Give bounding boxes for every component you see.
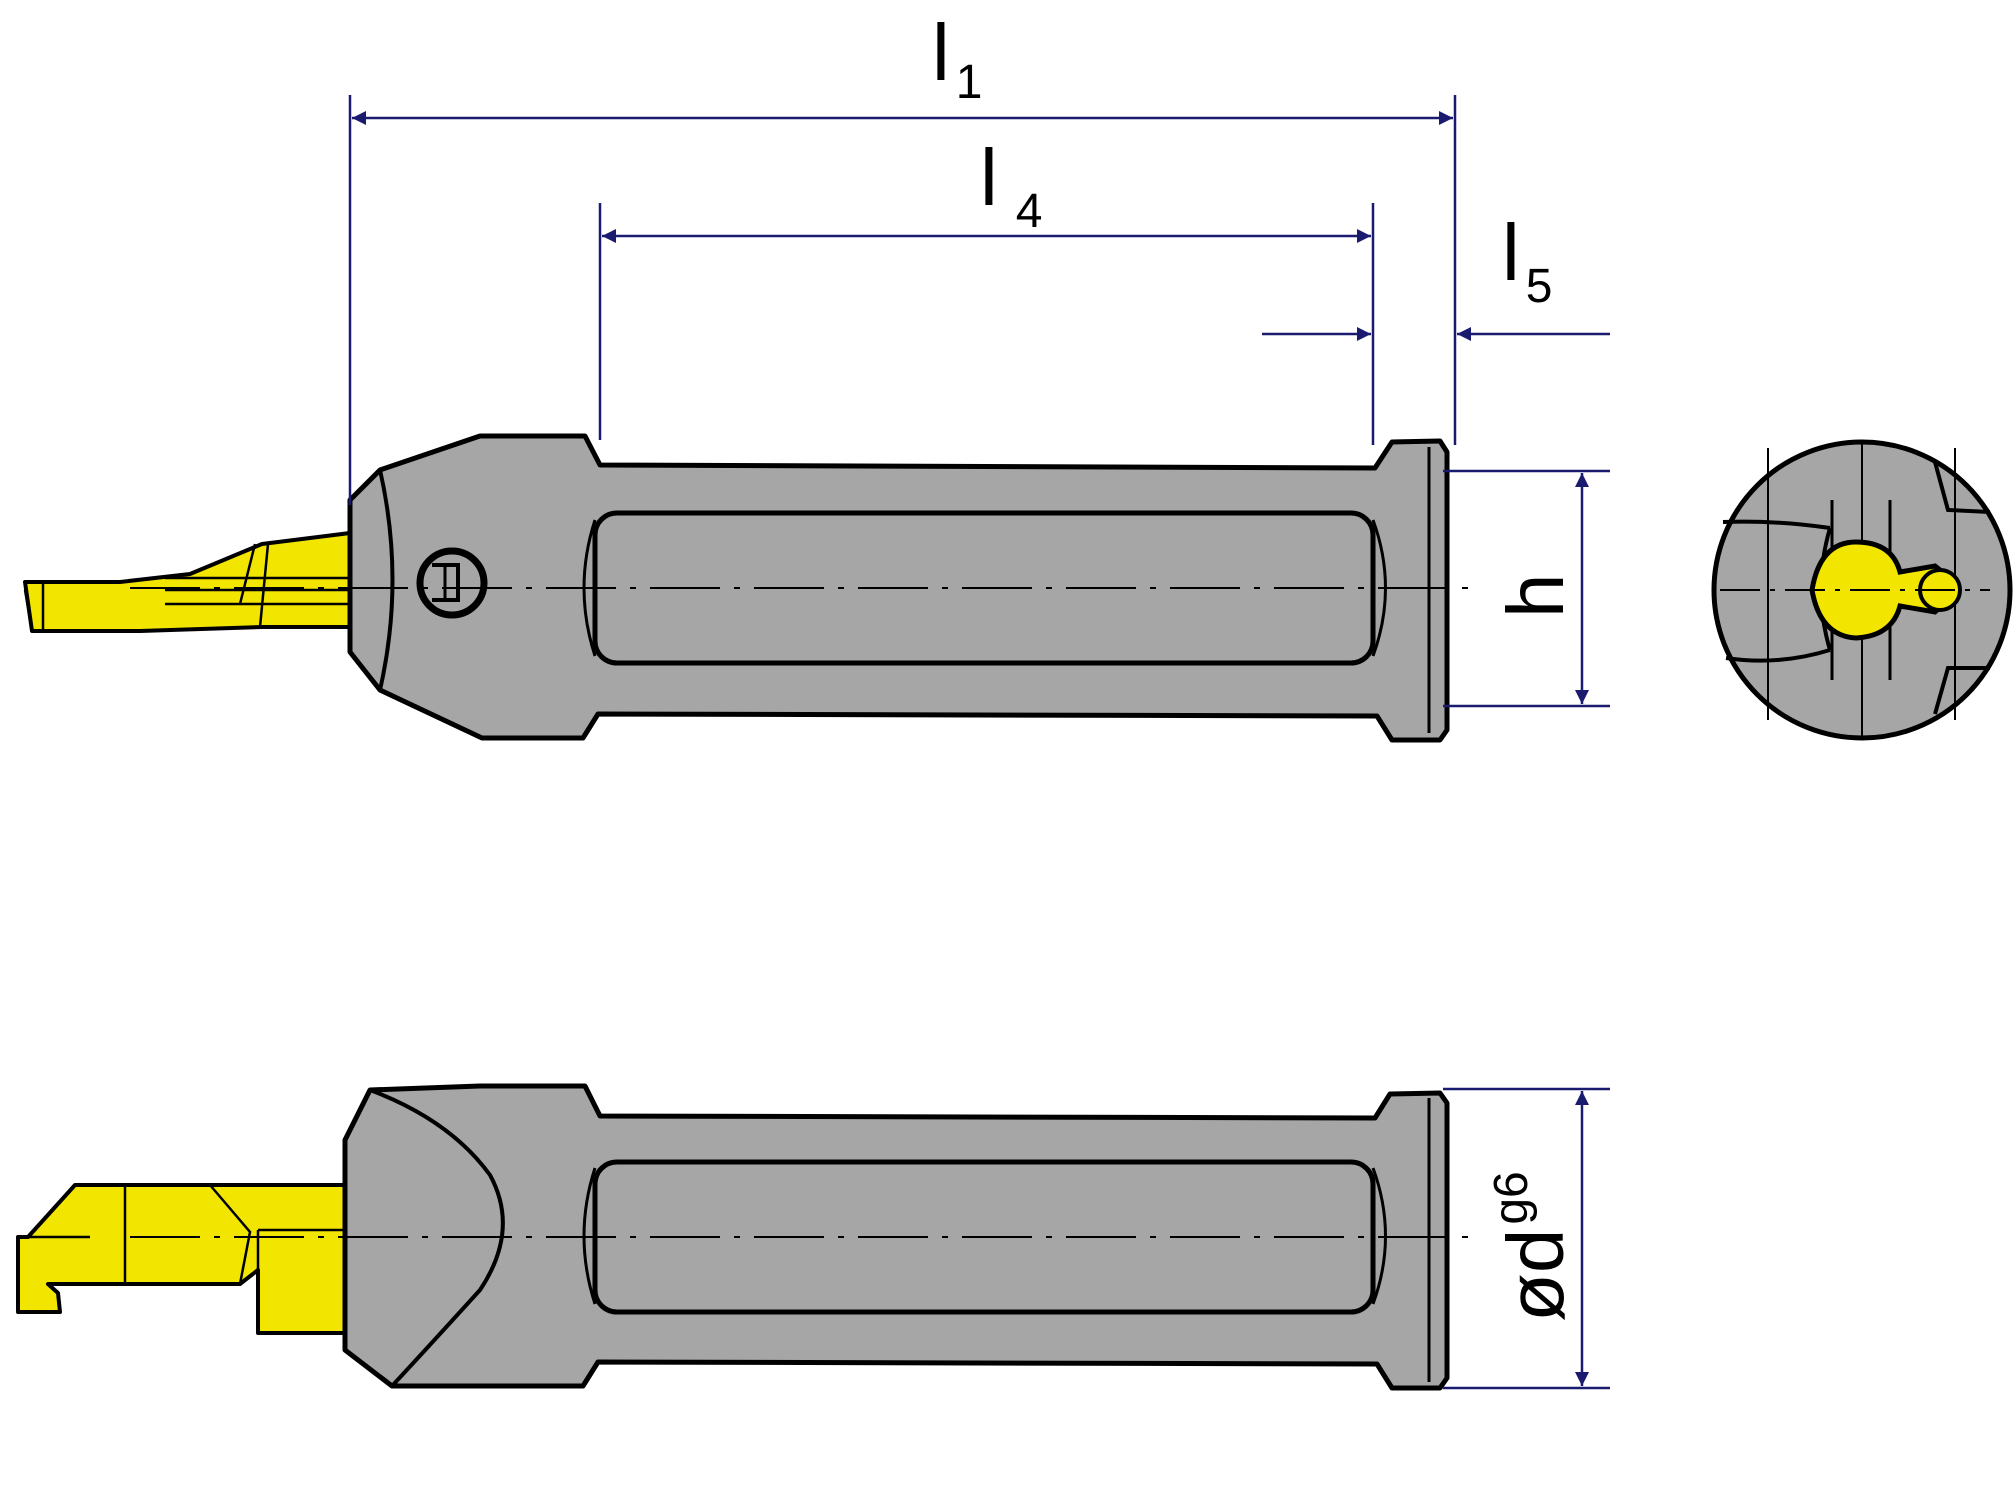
dimensions xyxy=(348,95,1610,1390)
top-insert xyxy=(23,531,352,633)
top-clamp-screw-icon xyxy=(416,547,488,619)
bottom-insert xyxy=(16,1183,347,1335)
bottom-body-pocket-curve xyxy=(369,1088,505,1388)
label-h: h xyxy=(1491,574,1580,619)
top-view xyxy=(23,433,1470,743)
end-view xyxy=(1711,439,2013,741)
top-body-front-curve xyxy=(378,469,395,691)
bottom-insert-detail-lines xyxy=(28,1184,345,1285)
top-insert-detail-lines xyxy=(23,543,350,632)
label-d: ødg6 xyxy=(1485,1171,1580,1322)
bottom-view xyxy=(16,1083,1470,1391)
